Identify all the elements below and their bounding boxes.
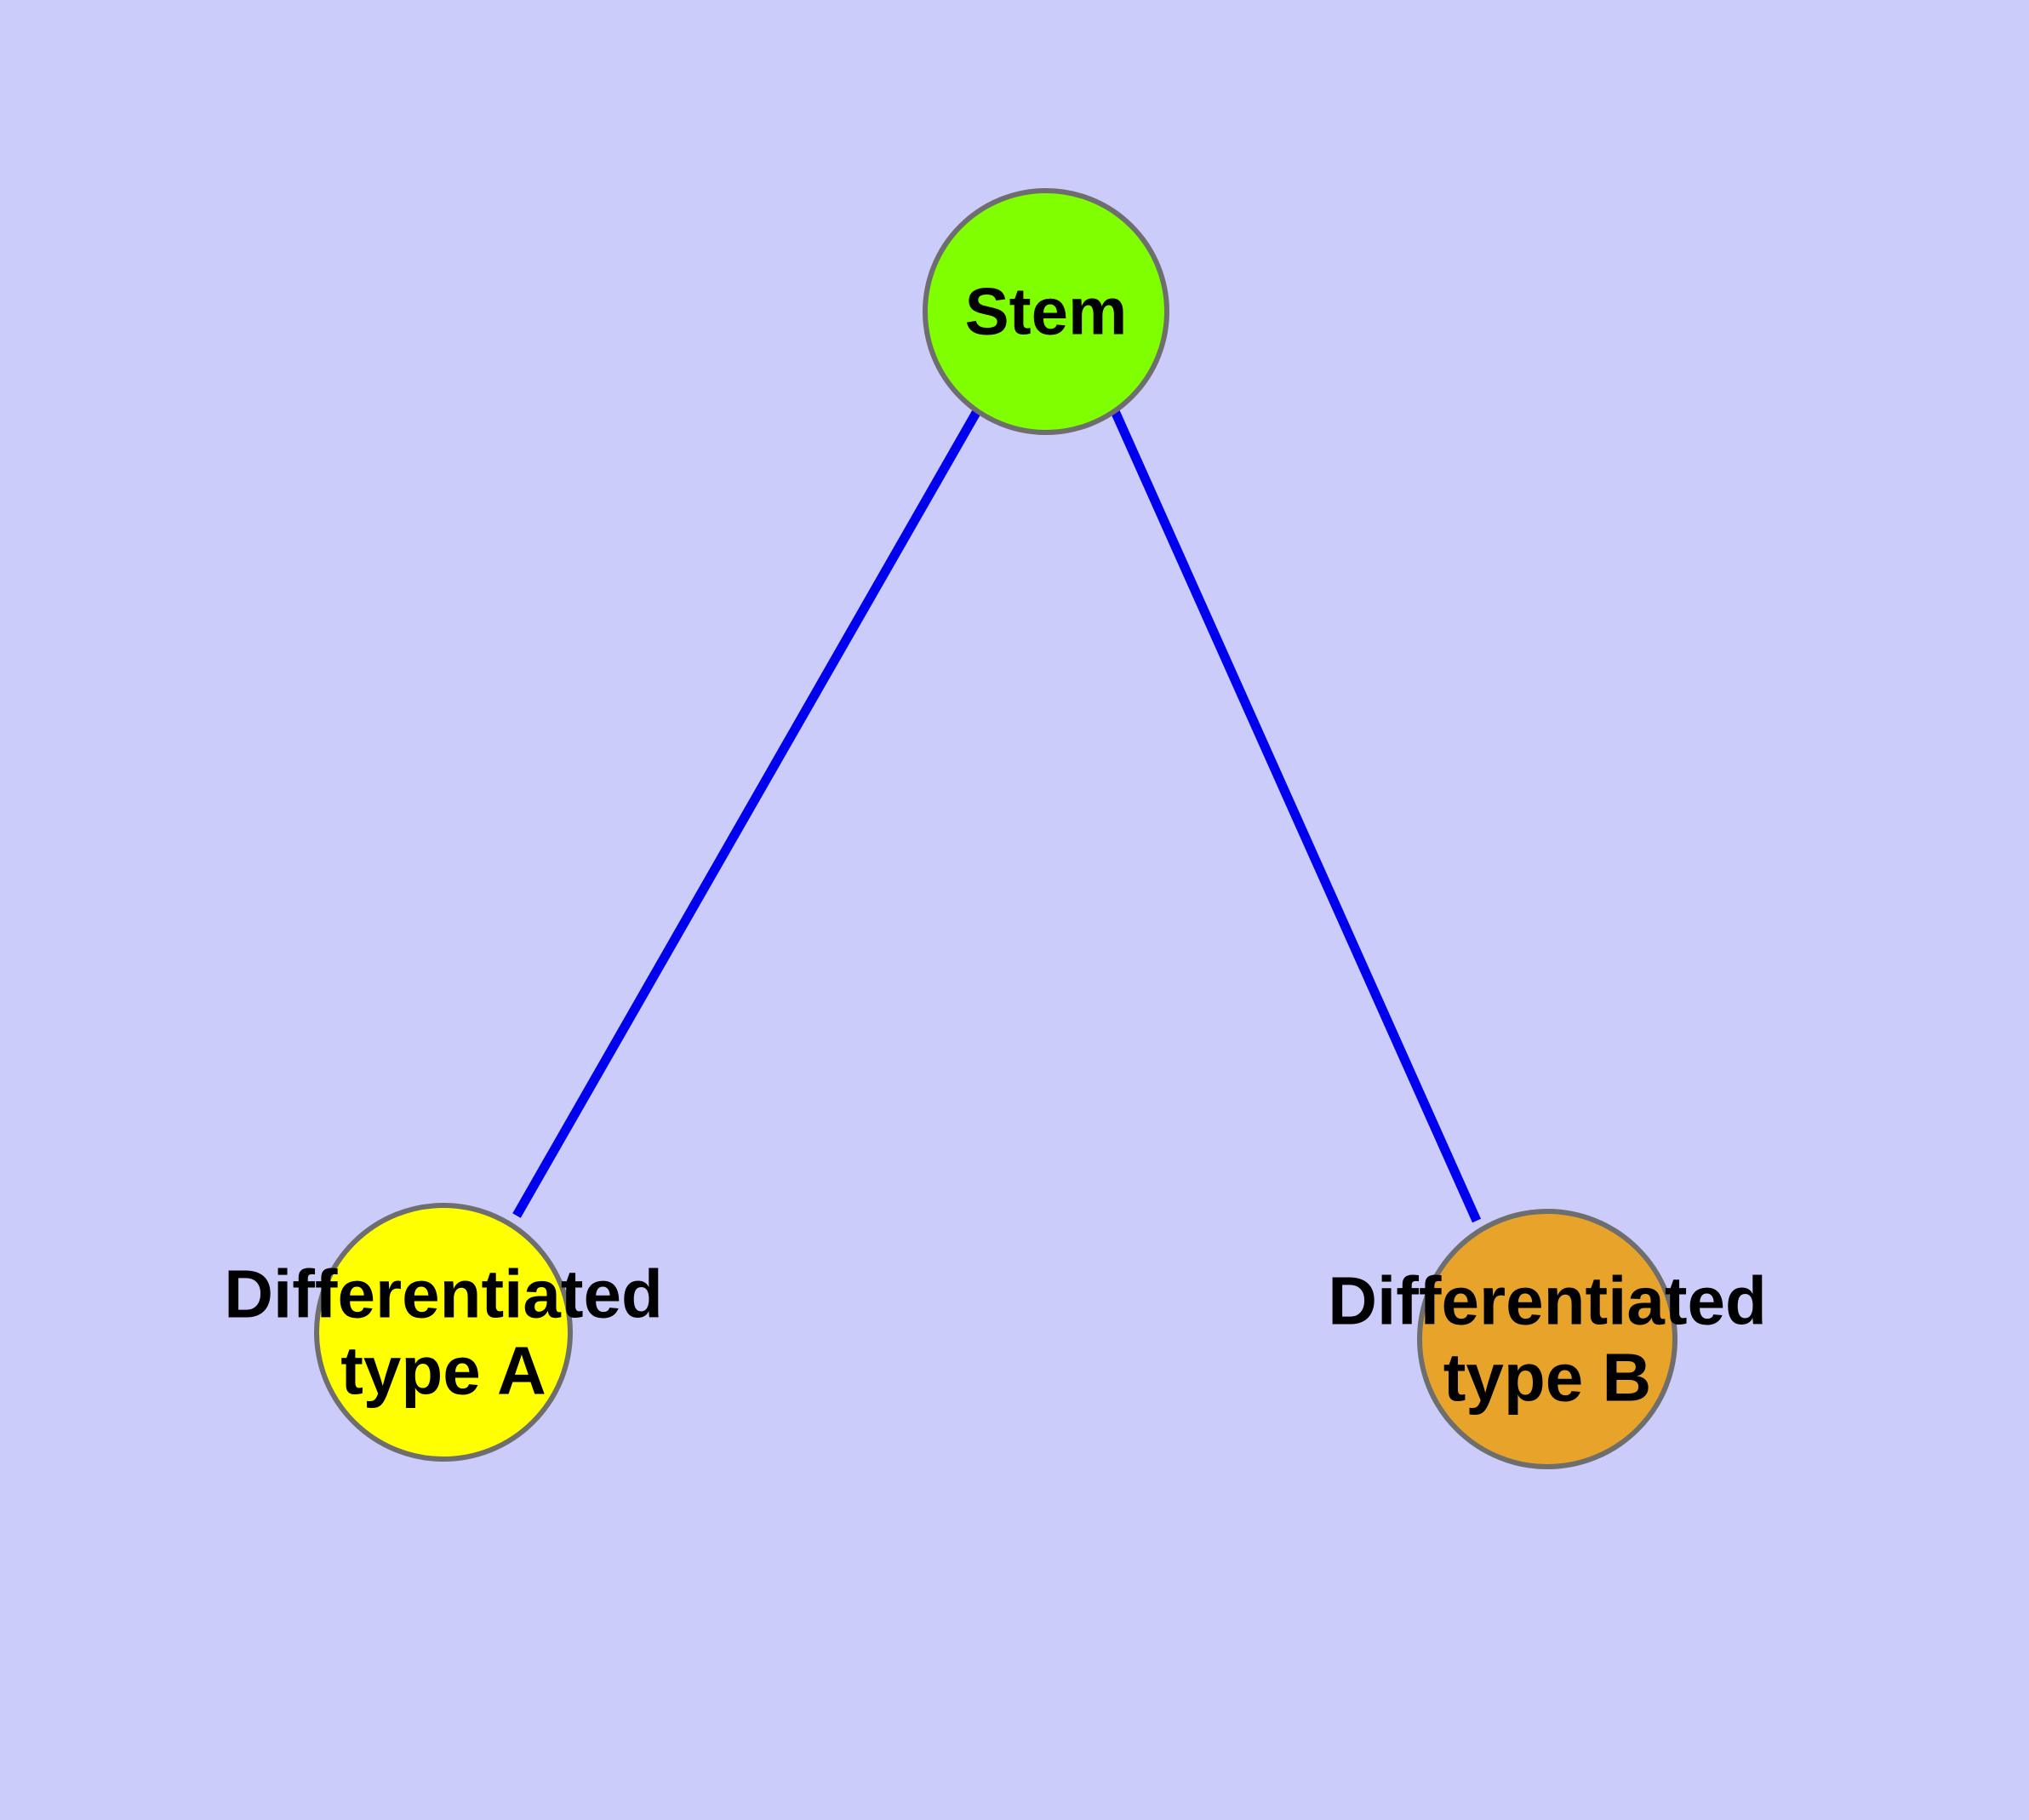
- edge-stem-to-type-b[interactable]: [1110, 409, 1482, 1223]
- node-differentiated-type-a[interactable]: [314, 1203, 573, 1462]
- node-stem[interactable]: [923, 188, 1169, 435]
- node-differentiated-type-b[interactable]: [1417, 1209, 1677, 1469]
- edge-group: [512, 409, 1482, 1223]
- edge-stem-to-type-a[interactable]: [512, 409, 981, 1218]
- node-group: [314, 188, 1677, 1469]
